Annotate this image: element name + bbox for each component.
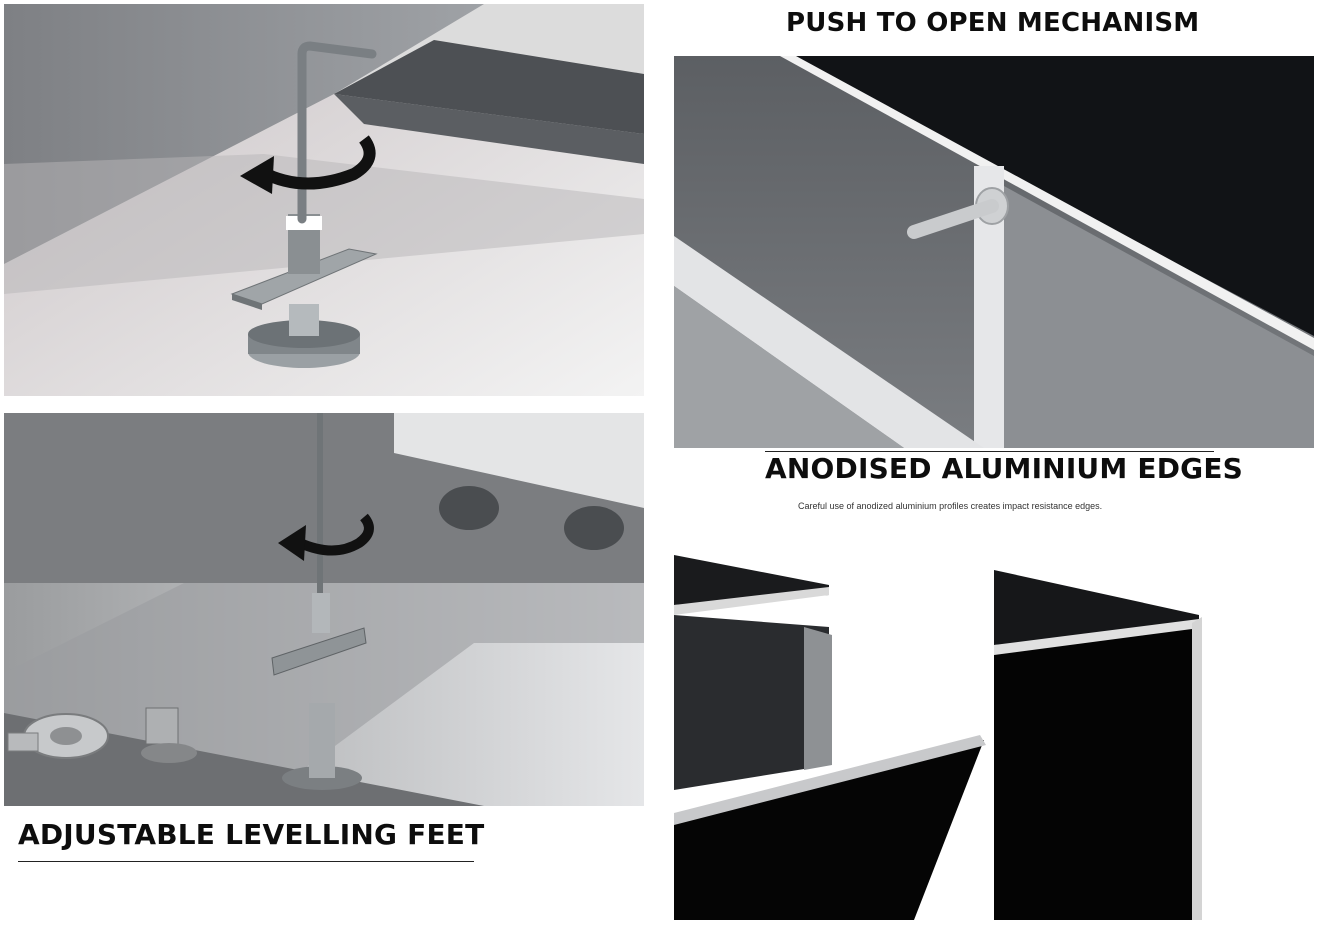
aluminium-edges-description: Careful use of anodized aluminium profil…	[798, 501, 1103, 511]
allen-key-icon	[297, 41, 377, 224]
aluminium-edges-title: ANODISED ALUMINIUM EDGES	[765, 452, 1244, 485]
screwdriver-icon	[317, 413, 323, 593]
levelling-feet-underline	[18, 861, 474, 862]
hinge-icon	[7, 713, 109, 759]
push-to-open-title: PUSH TO OPEN MECHANISM	[786, 8, 1200, 38]
rotate-arrow-icon	[240, 135, 376, 194]
aluminium-edges-overline	[765, 451, 1214, 452]
aluminium-edges-photo	[674, 555, 1314, 920]
push-to-open-photo	[674, 56, 1314, 448]
levelling-feet-title: ADJUSTABLE LEVELLING FEET	[18, 818, 485, 851]
rotate-arrow-icon	[278, 513, 374, 561]
levelling-foot-photo-screwdriver	[4, 413, 644, 806]
levelling-foot-photo-allen-key	[4, 4, 644, 396]
